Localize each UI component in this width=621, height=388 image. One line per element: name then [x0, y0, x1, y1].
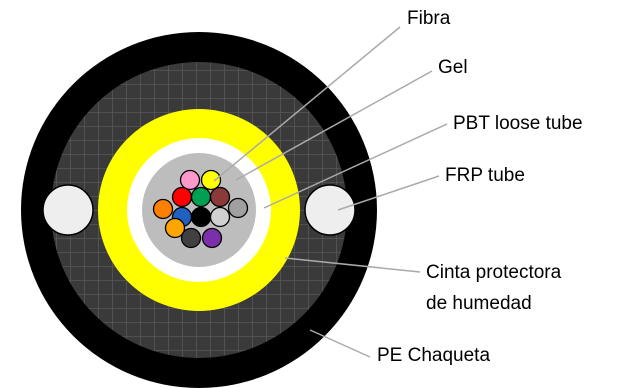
label-frp-tube: FRP tube [445, 165, 525, 186]
frp-tube-left [42, 184, 94, 236]
leader-pe [309, 329, 371, 358]
fiber-4 [190, 186, 212, 208]
fiber-9 [209, 206, 231, 228]
label-gel: Gel [438, 57, 468, 78]
label-pe-chaqueta: PE Chaqueta [377, 345, 491, 366]
label-cinta-line2: de humedad [426, 293, 532, 314]
leader-lines [213, 26, 448, 358]
fiber-bundle [152, 169, 249, 249]
fiber-5 [209, 186, 231, 208]
fiber-13 [201, 227, 223, 249]
fiber-2 [200, 169, 222, 191]
fiber-3 [171, 186, 193, 208]
fiber-12 [180, 227, 202, 249]
leader-cinta [284, 257, 421, 273]
label-pbt-loose-tube: PBT loose tube [453, 113, 583, 134]
leader-frp [337, 175, 440, 211]
fiber-10 [227, 197, 249, 219]
leader-pbt [263, 123, 448, 209]
label-cinta-line1: Cinta protectora [426, 262, 562, 283]
leader-gel [235, 70, 433, 181]
fiber-6 [152, 198, 174, 220]
label-fibra: Fibra [407, 8, 451, 29]
fiber-1 [179, 169, 201, 191]
leader-fibra [213, 26, 401, 182]
fiber-11 [164, 217, 186, 239]
fiber-8 [190, 206, 212, 228]
frp-tube-right [304, 184, 356, 236]
